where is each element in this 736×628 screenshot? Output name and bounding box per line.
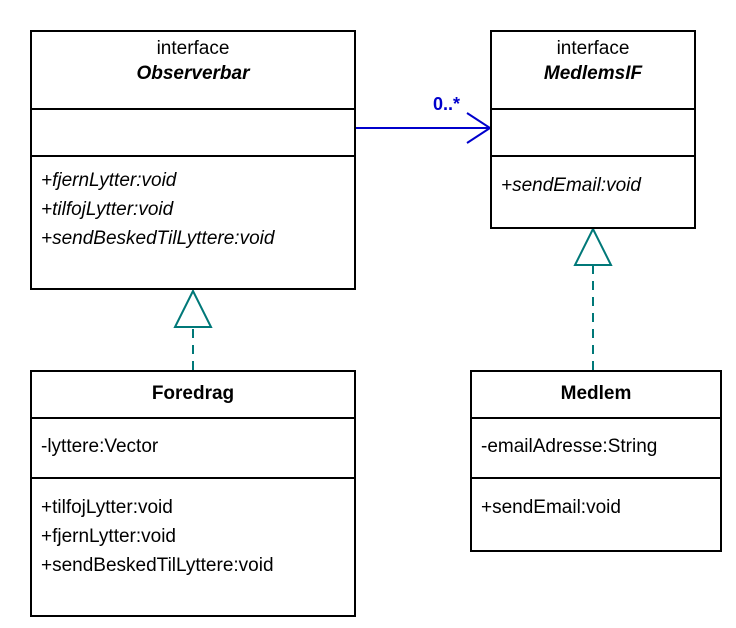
operation-item: +sendEmail:void: [481, 497, 621, 518]
association-observerbar-medlemsif: [356, 112, 492, 144]
medlem-operations-compartment: +sendEmail:void: [472, 479, 720, 550]
medlemsif-attributes-empty: [492, 110, 694, 155]
observerbar-name: Observerbar: [136, 63, 250, 84]
class-box-medlemsif[interactable]: interface MedlemsIF +sendEmail:void: [490, 30, 696, 229]
class-box-foredrag[interactable]: Foredrag -lyttere:Vector +tilfojLytter:v…: [30, 370, 356, 617]
medlem-name: Medlem: [560, 383, 632, 404]
observerbar-attributes-compartment: [32, 110, 354, 157]
attribute-item: -lyttere:Vector: [41, 436, 159, 457]
realization-hollow-triangle: [173, 288, 213, 328]
medlemsif-operations-compartment: +sendEmail:void: [492, 157, 694, 227]
operation-item: +sendBeskedTilLyttere:void: [41, 555, 274, 576]
observerbar-stereotype: interface: [156, 38, 230, 59]
observerbar-header: interface Observerbar: [32, 32, 354, 110]
operation-item: +fjernLytter:void: [41, 526, 177, 547]
realization-hollow-triangle: [573, 226, 613, 266]
operation-item: +tilfojLytter:void: [41, 199, 174, 220]
foredrag-operations-compartment: +tilfojLytter:void +fjernLytter:void +se…: [32, 479, 354, 615]
realization-medlem-medlemsif: [573, 226, 613, 370]
operation-item: +sendEmail:void: [501, 175, 641, 196]
medlemsif-name: MedlemsIF: [543, 63, 643, 84]
association-open-arrowhead: [466, 112, 492, 144]
foredrag-attributes-compartment: -lyttere:Vector: [32, 419, 354, 479]
operation-item: +fjernLytter:void: [41, 170, 177, 191]
realization-foredrag-observerbar: [173, 288, 213, 370]
class-box-medlem[interactable]: Medlem -emailAdresse:String +sendEmail:v…: [470, 370, 722, 552]
medlemsif-header: interface MedlemsIF: [492, 32, 694, 110]
foredrag-header: Foredrag: [32, 372, 354, 419]
medlem-header: Medlem: [472, 372, 720, 419]
observerbar-operations-compartment: +fjernLytter:void +tilfojLytter:void +se…: [32, 157, 354, 288]
foredrag-name: Foredrag: [151, 383, 235, 404]
medlemsif-stereotype: interface: [556, 38, 630, 59]
attribute-item: -emailAdresse:String: [481, 436, 658, 457]
observerbar-attributes-empty: [32, 110, 354, 155]
class-box-observerbar[interactable]: interface Observerbar +fjernLytter:void …: [30, 30, 356, 290]
association-multiplicity-label: 0..*: [433, 94, 461, 114]
operation-item: +tilfojLytter:void: [41, 497, 173, 518]
medlem-attributes-compartment: -emailAdresse:String: [472, 419, 720, 479]
operation-item: +sendBeskedTilLyttere:void: [41, 228, 275, 249]
medlemsif-attributes-compartment: [492, 110, 694, 157]
